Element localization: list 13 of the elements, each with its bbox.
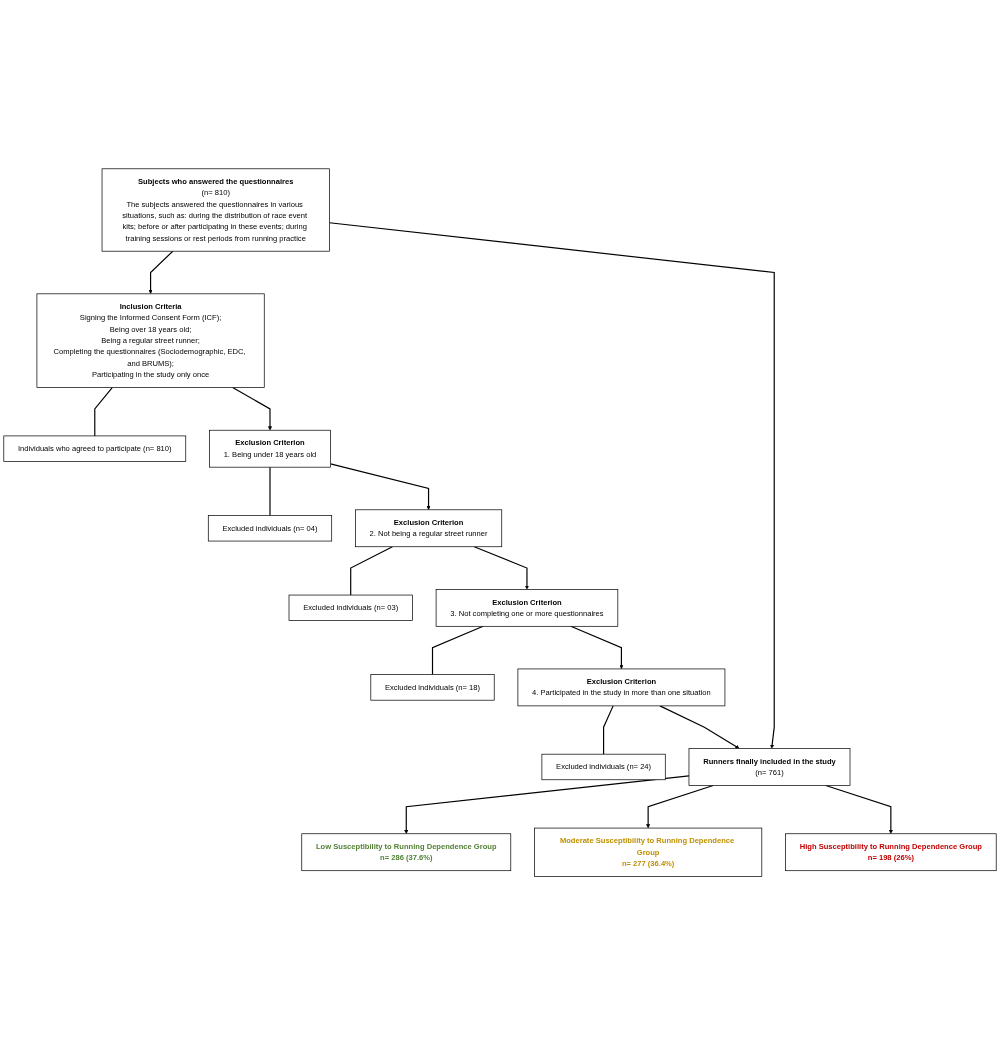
arrow [473,546,530,590]
arrow [404,775,690,834]
connector [94,386,113,437]
arrow [232,386,273,431]
connector [603,705,614,755]
arrow [328,222,775,749]
arrow [329,463,431,510]
connector [431,625,484,676]
arrow [570,625,624,670]
connector [350,546,393,596]
connector [269,466,271,516]
arrow [148,250,174,294]
arrow [659,705,740,749]
